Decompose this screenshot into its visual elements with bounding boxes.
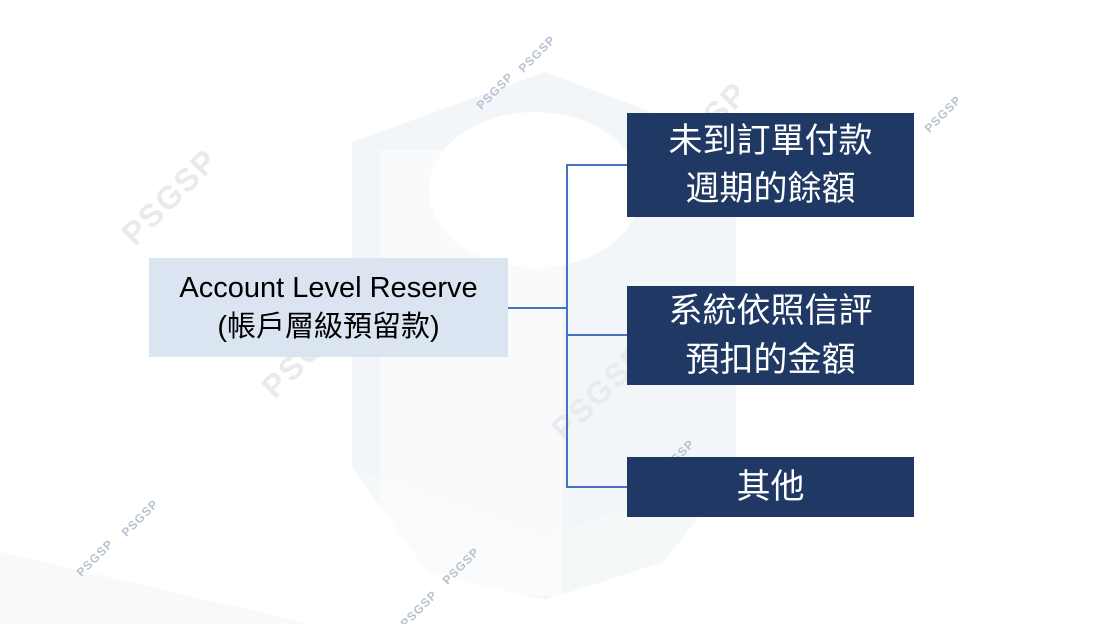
child-node-label-line: 其他	[736, 467, 805, 506]
child-node-label-line: 週期的餘額	[685, 170, 856, 208]
child-node-credit-withheld-amount: 系統依照信評 預扣的金額	[627, 286, 914, 385]
root-node-title: Account Level Reserve	[179, 272, 478, 305]
child-node-label-line: 預扣的金額	[685, 340, 856, 379]
child-node-other: 其他	[627, 457, 914, 517]
child-node-unpaid-order-cycle-balance: 未到訂單付款 週期的餘額	[627, 113, 914, 217]
root-node-subtitle: (帳戶層級預留款)	[217, 310, 440, 343]
child-node-label-line: 系統依照信評	[668, 292, 873, 331]
child-node-label-line: 未到訂單付款	[668, 121, 873, 160]
root-node-account-level-reserve: Account Level Reserve (帳戶層級預留款)	[149, 258, 508, 357]
